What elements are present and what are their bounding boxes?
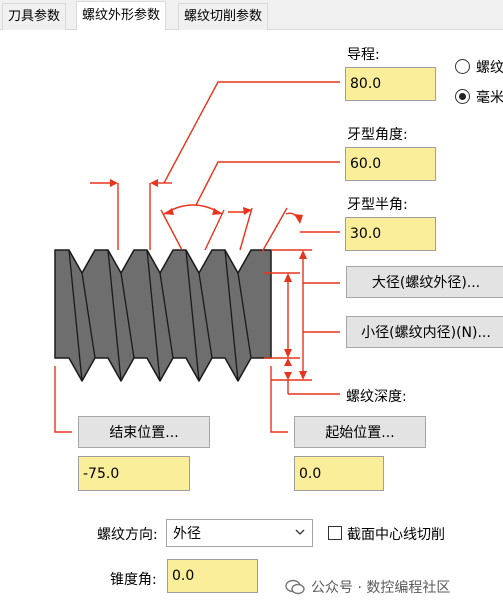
major-diameter-button[interactable]: 大径(螺纹外径)...	[346, 266, 503, 298]
thread-depth-label: 螺纹深度:	[346, 389, 407, 405]
watermark: 公众号 · 数控编程社区	[285, 577, 450, 597]
start-position-input[interactable]: 0.0	[294, 456, 384, 491]
unit-thread-label: 螺纹	[476, 60, 503, 76]
thread-angle-input[interactable]: 60.0	[345, 147, 436, 181]
chevron-down-icon	[295, 529, 305, 535]
taper-angle-input[interactable]: 0.0	[167, 559, 258, 593]
tab-thread-shape-params[interactable]: 螺纹外形参数	[76, 1, 167, 31]
end-position-input[interactable]: -75.0	[78, 456, 190, 491]
minor-diameter-button[interactable]: 小径(螺纹内径)(N)...	[346, 316, 503, 348]
thread-angle-label: 牙型角度:	[347, 127, 408, 143]
thread-direction-value: 外径	[173, 526, 201, 542]
start-position-button[interactable]: 起始位置...	[294, 416, 426, 448]
centerline-checkbox[interactable]	[328, 526, 342, 540]
half-angle-input[interactable]: 30.0	[345, 217, 436, 251]
unit-thread-radio[interactable]	[455, 59, 470, 74]
dimension-lines	[54, 81, 340, 433]
taper-angle-label: 锥度角:	[110, 572, 157, 588]
unit-mm-radio[interactable]	[455, 89, 470, 104]
thread-body	[54, 249, 272, 382]
wechat-logo-icon	[285, 579, 305, 595]
unit-mm-label: 毫米	[476, 90, 503, 106]
centerline-label: 截面中心线切削	[347, 527, 445, 543]
tab-tool-params[interactable]: 刀具参数	[2, 3, 67, 30]
tab-thread-cut-params[interactable]: 螺纹切削参数	[178, 3, 269, 30]
end-position-button[interactable]: 结束位置...	[78, 416, 210, 448]
thread-helix-lines	[68, 249, 252, 382]
lead-label: 导程:	[347, 47, 380, 63]
lead-input[interactable]: 80.0	[345, 67, 436, 101]
half-angle-label: 牙型半角:	[347, 197, 408, 213]
thread-direction-select[interactable]: 外径	[166, 519, 313, 547]
thread-direction-label: 螺纹方向:	[97, 527, 158, 543]
watermark-text: 公众号 · 数控编程社区	[311, 580, 451, 596]
tab-bar: 刀具参数 螺纹外形参数 螺纹切削参数	[0, 0, 503, 31]
